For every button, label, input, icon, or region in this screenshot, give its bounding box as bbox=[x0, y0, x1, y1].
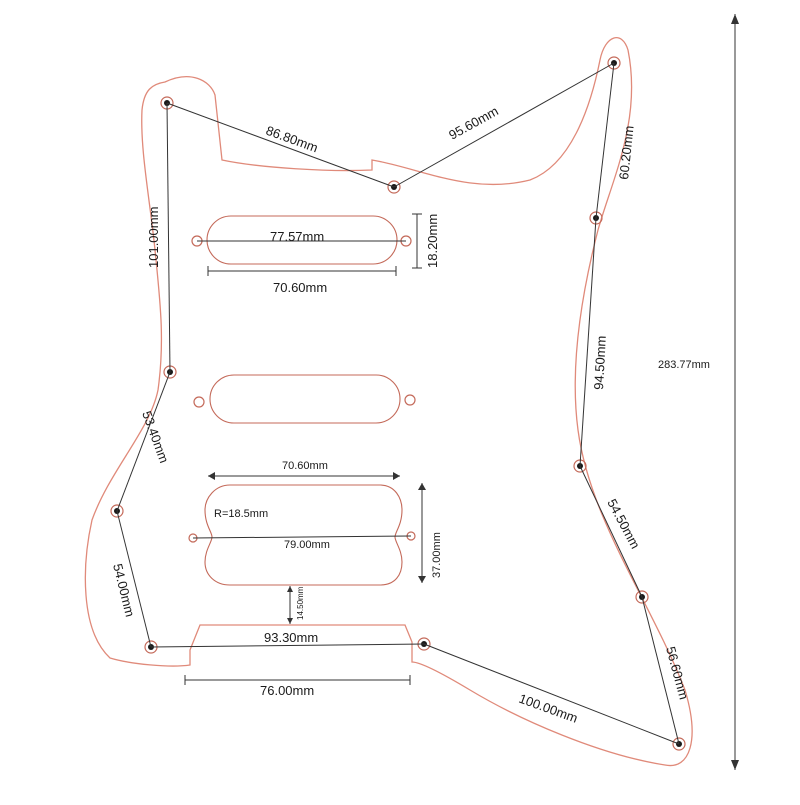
neck-pickup-cutout bbox=[206, 215, 398, 265]
dim-line-bottom-span bbox=[150, 643, 425, 648]
label-neck-pickup-width: 70.60mm bbox=[273, 280, 327, 295]
arrow bbox=[287, 618, 293, 624]
dim-line-right-bottom bbox=[641, 596, 680, 745]
humbucker-cutout bbox=[204, 484, 403, 586]
dim-line-right-middle bbox=[579, 217, 597, 467]
label-bottom-span: 93.30mm bbox=[264, 630, 318, 645]
label-top-right-edge: 95.60mm bbox=[446, 103, 501, 142]
label-humbucker-height: 37.00mm bbox=[431, 532, 443, 578]
mounting-hole bbox=[607, 56, 621, 70]
arrow bbox=[731, 14, 739, 24]
label-humbucker-gap: 14.50mm bbox=[296, 586, 305, 620]
label-top-left-edge: 86.80mm bbox=[264, 123, 320, 156]
label-right-lower: 54.50mm bbox=[604, 496, 643, 551]
dim-line-right-upper bbox=[595, 62, 615, 219]
humbucker-length-line bbox=[192, 535, 412, 539]
mounting-hole bbox=[110, 504, 124, 518]
arrow bbox=[287, 586, 293, 592]
dim-line-bottom-edge bbox=[423, 643, 680, 745]
label-left-middle: 53.40mm bbox=[139, 409, 172, 465]
dim-line-top-right bbox=[393, 62, 615, 188]
label-total-height: 283.77mm bbox=[658, 359, 710, 371]
label-humbucker-length: 79.00mm bbox=[284, 539, 330, 551]
arrow bbox=[418, 576, 426, 583]
mounting-hole bbox=[672, 737, 686, 751]
dim-line-left-lower bbox=[116, 510, 152, 648]
label-bottom-cut-width: 76.00mm bbox=[260, 683, 314, 698]
mounting-hole bbox=[635, 590, 649, 604]
middle-pickup-screw-hole-left bbox=[193, 396, 205, 408]
label-neck-pickup-length: 77.57mm bbox=[270, 229, 324, 244]
arrow bbox=[393, 472, 400, 480]
label-right-middle: 94.50mm bbox=[591, 335, 609, 390]
dim-line-left-middle bbox=[116, 371, 171, 512]
mounting-hole bbox=[387, 180, 401, 194]
label-right-bottom: 56.60mm bbox=[663, 645, 692, 701]
pickguard-outline bbox=[84, 37, 693, 767]
label-bottom-edge: 100.00mm bbox=[517, 691, 580, 726]
dim-line-left-upper bbox=[166, 102, 171, 373]
arrow bbox=[418, 483, 426, 490]
arrow bbox=[731, 760, 739, 770]
dim-line-top-left bbox=[166, 102, 395, 188]
label-neck-pickup-height: 18.20mm bbox=[425, 214, 440, 268]
arrow bbox=[208, 472, 215, 480]
label-humbucker-radius: R=18.5mm bbox=[214, 508, 268, 520]
label-humbucker-width: 70.60mm bbox=[282, 460, 328, 472]
middle-pickup-screw-hole-right bbox=[404, 394, 416, 406]
hole-dimension-lines bbox=[116, 62, 680, 745]
middle-pickup-cutout bbox=[209, 374, 401, 424]
dim-line-right-lower bbox=[579, 465, 643, 598]
label-left-upper: 101.00mm bbox=[146, 207, 161, 268]
label-left-lower: 54.00mm bbox=[110, 562, 138, 618]
label-right-upper: 60.20mm bbox=[616, 125, 637, 180]
